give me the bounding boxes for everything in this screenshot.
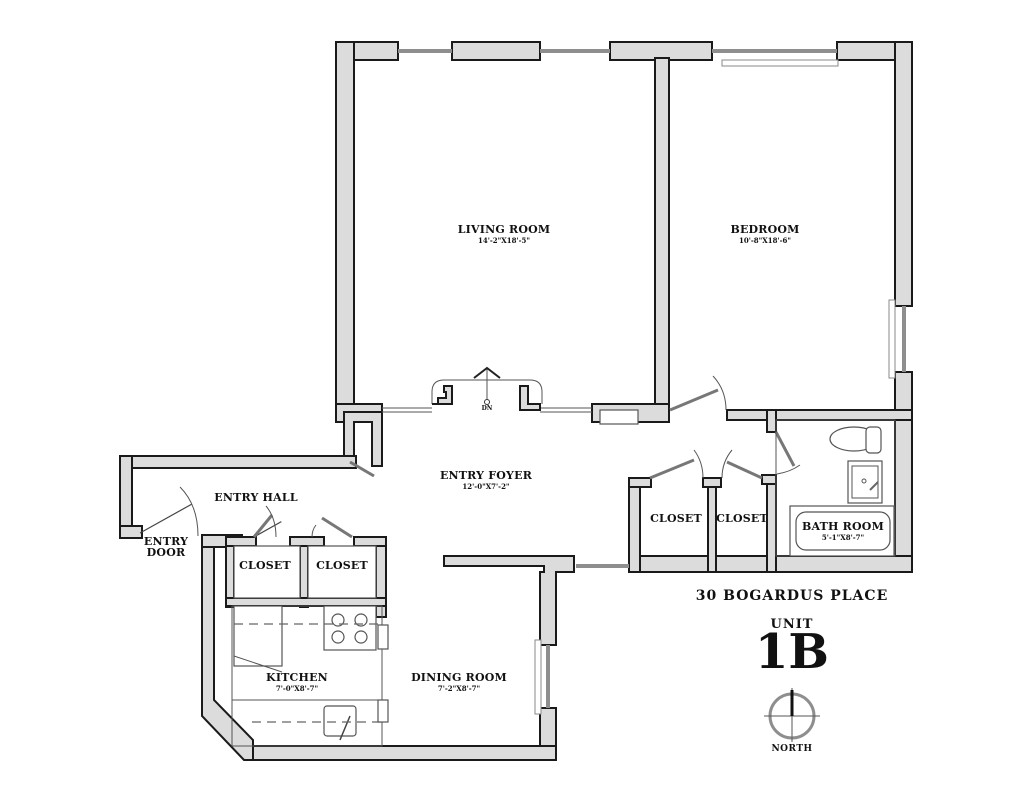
room-dimensions: 7'-2"X8'-7" — [437, 684, 481, 693]
windows — [382, 49, 906, 715]
room-label-entry-foyer: ENTRY FOYER 12'-0"X7'-2" — [440, 470, 532, 490]
bathroom-fixtures — [775, 419, 896, 557]
stove — [323, 605, 377, 651]
doors — [139, 375, 801, 539]
building-address: 30 BOGARDUS PLACE — [695, 588, 889, 604]
room-name: KITCHEN — [266, 671, 328, 684]
north-label: NORTH — [771, 744, 813, 754]
room-label-bedroom: BEDROOM 10'-8"X18'-6" — [730, 224, 799, 244]
unit-number: 1B — [755, 624, 829, 680]
room-label-closet-1: CLOSET — [239, 559, 291, 572]
bathtub — [795, 511, 891, 551]
stair-down-label: DN — [481, 405, 493, 412]
room-label-bath-room: BATH ROOM 5'-1"X8'-7" — [802, 521, 884, 541]
room-dimensions: 7'-0"X8'-7" — [275, 684, 319, 693]
room-label-closet-4: CLOSET — [716, 512, 768, 525]
room-dimensions: 12'-0"X7'-2" — [462, 482, 510, 491]
room-name: BEDROOM — [730, 223, 800, 236]
room-label-kitchen: KITCHEN 7'-0"X8'-7" — [266, 672, 328, 692]
room-label-closet-2: CLOSET — [316, 559, 368, 572]
room-name: DINING ROOM — [411, 671, 507, 684]
entry-door-label: ENTRY DOOR — [143, 535, 189, 559]
stair-down-symbol — [431, 366, 543, 411]
room-label-entry-hall: ENTRY HALL — [214, 492, 298, 503]
room-dimensions: 10'-8"X18'-6" — [738, 236, 792, 245]
room-name: ENTRY FOYER — [439, 469, 533, 482]
kitchen-sink — [323, 705, 357, 737]
room-label-closet-3: CLOSET — [650, 512, 702, 525]
north-compass-icon — [764, 688, 820, 742]
kitchen-fixtures — [231, 605, 389, 747]
room-name: BATH ROOM — [802, 520, 884, 533]
room-dimensions: 5'-1"X8'-7" — [821, 533, 865, 542]
room-dimensions: 14'-2"X18'-5" — [477, 236, 531, 245]
room-name: LIVING ROOM — [457, 223, 551, 236]
room-label-living-room: LIVING ROOM 14'-2"X18'-5" — [458, 224, 551, 244]
unit-label: UNIT — [770, 617, 814, 632]
room-label-dining-room: DINING ROOM 7'-2"X8'-7" — [411, 672, 507, 692]
room-name: ENTRY HALL — [214, 491, 298, 504]
